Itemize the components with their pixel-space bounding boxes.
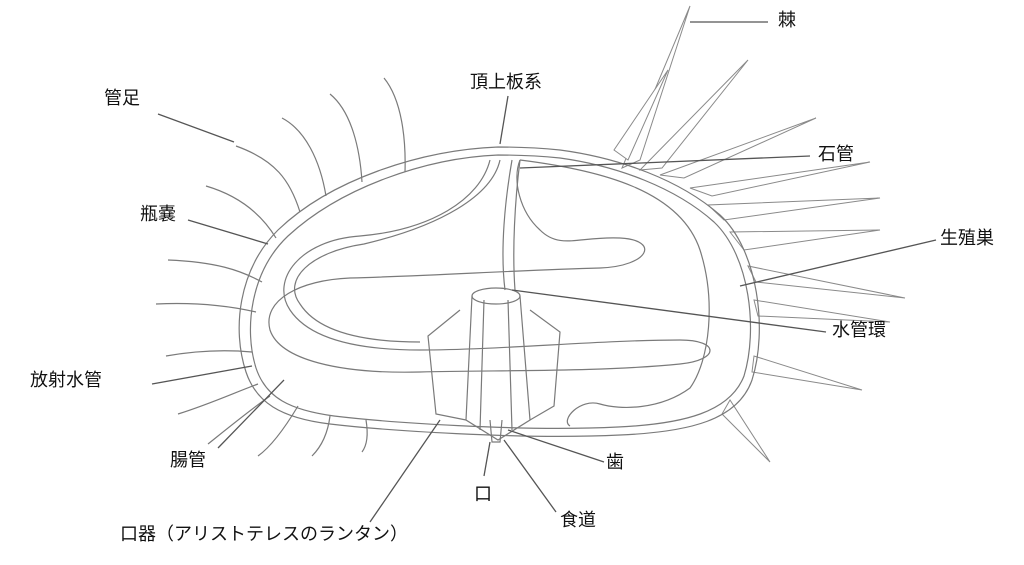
tube-foot [281, 117, 327, 197]
spine [613, 69, 669, 161]
label-intestine: 腸管 [170, 450, 206, 471]
spine [721, 399, 771, 463]
label-ring-canal: 水管環 [832, 320, 886, 341]
label-madreporite: 石管 [818, 144, 854, 165]
intestine [268, 159, 711, 373]
tube-foot [177, 383, 259, 415]
spine [751, 355, 863, 391]
spine [706, 197, 881, 221]
label-aristotles-lantern: 口器（アリストテレスのランタン） [120, 524, 408, 545]
tube-foot [155, 302, 257, 313]
label-gonad: 生殖巣 [940, 228, 994, 249]
label-ampulla: 瓶嚢 [140, 204, 176, 225]
aristotles-lantern [427, 287, 561, 443]
label-esophagus: 食道 [560, 510, 596, 531]
label-teeth: 歯 [606, 452, 624, 473]
tube-foot [311, 415, 331, 457]
label-radial-canal: 放射水管 [30, 370, 102, 391]
spine [728, 229, 881, 251]
tube-foot [167, 259, 263, 283]
spine [747, 265, 906, 299]
tube-foot [257, 405, 299, 457]
spine [689, 161, 871, 197]
label-mouth: 口 [474, 484, 492, 505]
tube-foot [205, 185, 277, 239]
gonad [519, 159, 710, 427]
tube-foot [329, 93, 363, 183]
test-shell [238, 146, 760, 437]
spine [753, 299, 891, 323]
label-spine: 棘 [778, 10, 796, 31]
tube-foot [165, 350, 253, 357]
tube-foot [235, 145, 301, 213]
tube-foot [361, 419, 368, 453]
spines [613, 5, 906, 463]
tube-foot [383, 77, 406, 173]
stone-canal [513, 159, 521, 291]
tube-feet [155, 77, 406, 457]
leader-lines [151, 21, 937, 523]
spine [659, 117, 817, 179]
stone-canal [502, 159, 513, 291]
label-apical-system: 頂上板系 [470, 72, 542, 93]
label-tube-feet: 管足 [104, 88, 140, 109]
spine [638, 59, 749, 171]
